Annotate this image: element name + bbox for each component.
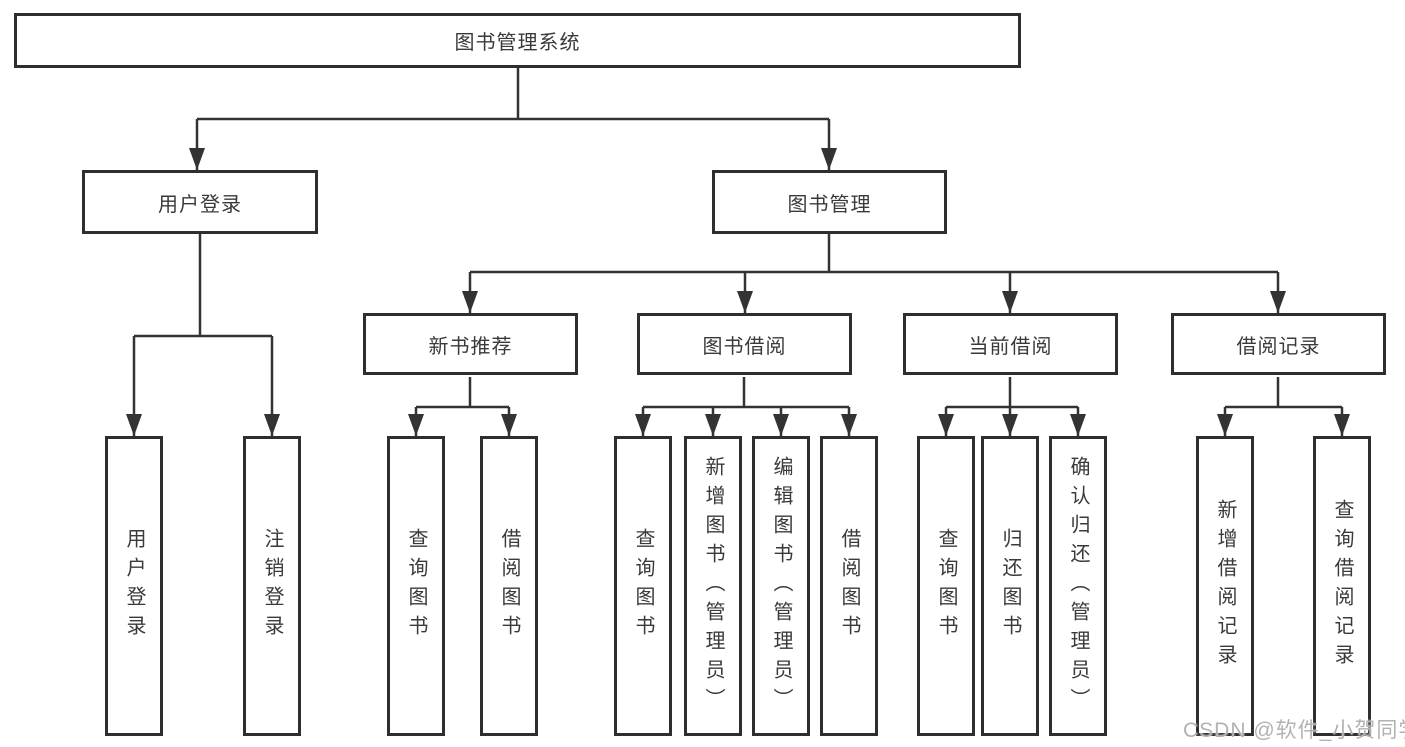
node-book-management-branch: 图书管理 (712, 170, 947, 234)
leaf-query-borrow-record: 查询借阅记录 (1313, 436, 1371, 736)
leaf-recommend-borrow-books-label: 借阅图书 (498, 528, 520, 644)
leaf-user-login-label: 用户登录 (123, 528, 145, 644)
arrow-connectors (126, 119, 1350, 436)
leaf-borrow-query-books-label: 查询图书 (632, 528, 654, 644)
node-root-system: 图书管理系统 (14, 13, 1021, 68)
leaf-recommend-query-books: 查询图书 (387, 436, 445, 736)
leaf-add-borrow-record: 新增借阅记录 (1196, 436, 1254, 736)
leaf-user-login: 用户登录 (105, 436, 163, 736)
leaf-borrow-query-books: 查询图书 (614, 436, 672, 736)
leaf-edit-books-admin-label: 编辑图书（管理员） (770, 455, 792, 717)
leaf-query-borrow-record-label: 查询借阅记录 (1331, 499, 1353, 673)
leaf-borrow-books-label: 借阅图书 (838, 528, 860, 644)
leaf-add-borrow-record-label: 新增借阅记录 (1214, 499, 1236, 673)
connector-root-split (197, 68, 829, 121)
leaf-logout: 注销登录 (243, 436, 301, 736)
leaf-recommend-borrow-books: 借阅图书 (480, 436, 538, 736)
leaf-edit-books-admin: 编辑图书（管理员） (752, 436, 810, 736)
node-user-login-branch: 用户登录 (82, 170, 318, 234)
leaf-return-books: 归还图书 (981, 436, 1039, 736)
leaf-confirm-return-admin: 确认归还（管理员） (1049, 436, 1107, 736)
node-book-borrowing: 图书借阅 (637, 313, 852, 375)
leaf-recommend-query-books-label: 查询图书 (405, 528, 427, 644)
node-new-book-recommend: 新书推荐 (363, 313, 578, 375)
leaf-logout-label: 注销登录 (261, 528, 283, 644)
csdn-watermark: CSDN @软件_小贺同学 (1183, 719, 1405, 742)
leaf-return-books-label: 归还图书 (999, 528, 1021, 644)
leaf-confirm-return-admin-label: 确认归还（管理员） (1067, 455, 1089, 717)
node-current-borrowing: 当前借阅 (903, 313, 1118, 375)
leaf-current-query-books-label: 查询图书 (935, 528, 957, 644)
leaf-borrow-books: 借阅图书 (820, 436, 878, 736)
connector-book-mgmt-split (470, 234, 1278, 274)
node-borrowing-records: 借阅记录 (1171, 313, 1386, 375)
leaf-add-books-admin-label: 新增图书（管理员） (702, 455, 724, 717)
leaf-add-books-admin: 新增图书（管理员） (684, 436, 742, 736)
leaf-current-query-books: 查询图书 (917, 436, 975, 736)
connector-user-login-split (134, 234, 272, 338)
connector-group-splits (416, 377, 1342, 409)
